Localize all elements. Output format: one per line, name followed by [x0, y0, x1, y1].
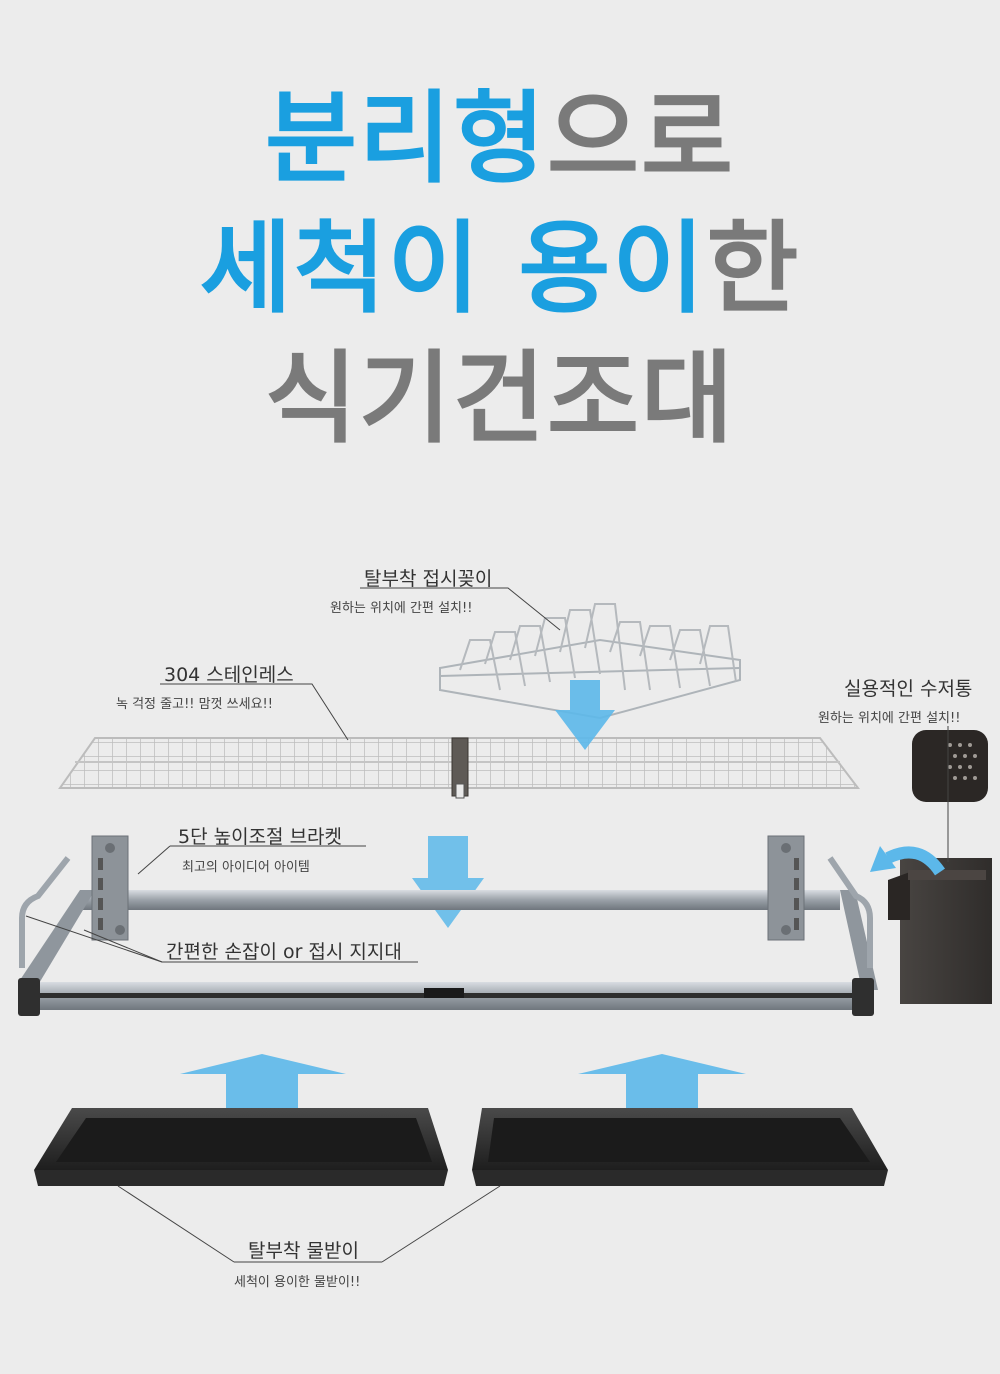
callout-dish-holder-sub: 원하는 위치에 간편 설치!!: [330, 601, 473, 616]
callout-bracket-sub: 최고의 아이디어 아이템: [182, 860, 310, 875]
callout-stainless-title: 304 스테인레스: [164, 664, 294, 686]
cutlery-cup-icon: [912, 730, 988, 802]
headline-gray-text: 한: [706, 210, 801, 327]
headline-gray-text: 식기건조대: [265, 340, 735, 457]
down-arrow-icon: [412, 836, 484, 928]
height-bracket-right: [767, 835, 805, 941]
callout-stainless-sub: 녹 걱정 줄고!! 맘껏 쓰세요!!: [116, 697, 273, 712]
dish-holder-rack: [439, 603, 741, 720]
up-arrow-icon: [180, 1054, 346, 1108]
headline-line-1: 분리형으로: [0, 80, 1000, 198]
cutlery-holder: [888, 858, 992, 1004]
height-bracket-left: [91, 835, 129, 941]
headline-gray-text: 으로: [547, 80, 735, 197]
up-arrow-icon: [578, 1054, 746, 1108]
stainless-wire-shelf: [58, 737, 861, 799]
headline-blue-text: 분리형: [265, 80, 547, 197]
headline-line-2: 세척이 용이한: [0, 210, 1000, 328]
callout-dish-holder-title: 탈부착 접시꽂이: [364, 568, 493, 590]
callout-leader-lines: [25, 587, 949, 1263]
drip-tray-left: [34, 1108, 448, 1186]
headline-blue-text: 세척이 용이: [199, 210, 707, 327]
callout-cutlery-title: 실용적인 수저통: [844, 678, 973, 700]
callout-cutlery-sub: 원하는 위치에 간편 설치!!: [818, 711, 961, 726]
curved-arrow-icon: [870, 846, 945, 876]
callout-handle-title: 간편한 손잡이 or 접시 지지대: [166, 941, 402, 963]
headline-line-3: 식기건조대: [0, 340, 1000, 458]
callout-tray-sub: 세척이 용이한 물받이!!: [234, 1275, 361, 1290]
callout-tray-title: 탈부착 물받이: [248, 1240, 359, 1262]
drip-tray-right: [472, 1108, 888, 1186]
callout-bracket-title: 5단 높이조절 브라켓: [178, 826, 343, 848]
down-arrow-icon: [555, 680, 615, 750]
dish-rack-frame: [18, 856, 878, 1016]
